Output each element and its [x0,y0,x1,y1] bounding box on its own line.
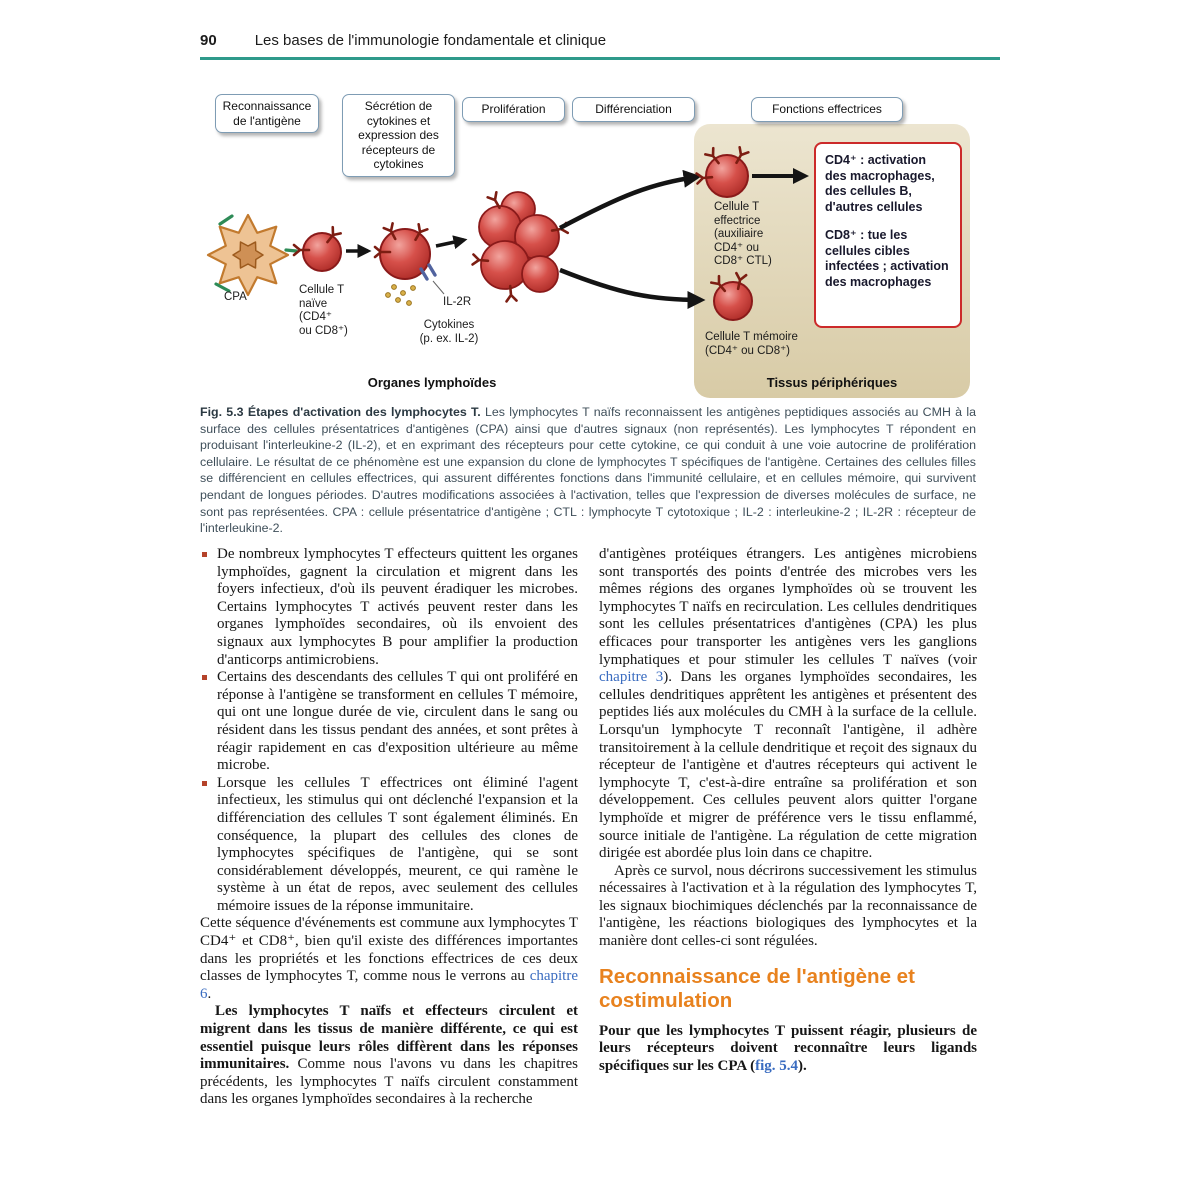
paragraph-text: d'antigènes protéiques étrangers. Les an… [599,546,977,668]
antigen-transport-paragraph: d'antigènes protéiques étrangers. Les an… [599,546,977,863]
effector-t-cell-label: Cellule T effectrice (auxiliaire CD4⁺ ou… [714,201,772,267]
left-column: De nombreux lymphocytes T effecteurs qui… [200,546,578,1109]
bullet-list: De nombreux lymphocytes T effecteurs qui… [200,546,578,915]
paragraph-text: Pour que les lymphocytes T puissent réag… [599,1022,977,1074]
figure-caption: Fig. 5.3 Étapes d'activation des lymphoc… [200,404,976,537]
arrow-to-effector [558,169,702,230]
fig-5-4-link[interactable]: fig. 5.4 [755,1057,799,1074]
bullet-item: De nombreux lymphocytes T effecteurs qui… [200,546,578,669]
stage-label-reconnaissance: Reconnaissance de l'antigène [215,94,319,133]
paragraph-text: . [207,985,212,1002]
cpa-cell [206,213,298,297]
naive-t-cell [292,225,342,272]
running-title: Les bases de l'immunologie fondamentale … [254,32,607,49]
stage-label-differenciation: Différenciation [572,97,695,122]
paragraph-lead-bold: Les lymphocytes T naïfs et effecteurs ci… [200,1003,578,1073]
caption-text: Les lymphocytes T naïfs reconnaissent le… [200,405,976,536]
effector-functions-box: CD4⁺ : activation des macrophages, des c… [814,142,962,328]
sequence-paragraph: Cette séquence d'événements est commune … [200,915,578,1003]
bullet-text: De nombreux lymphocytes T effecteurs qui… [217,546,578,668]
naive-t-cell-label: Cellule T naïve (CD4⁺ ou CD8⁺) [299,284,348,337]
cytokine-dots-icon [385,284,416,306]
il2-receptor-icon [419,263,445,295]
chapitre-6-link[interactable]: chapitre 6 [200,968,578,1002]
page-number: 90 [200,32,217,49]
proliferating-cells [471,191,570,303]
paragraph-text: ). [798,1057,807,1074]
cpa-label: CPA [224,291,247,303]
migration-paragraph: Les lymphocytes T naïfs et effecteurs ci… [200,1003,578,1109]
caption-fig-label: Fig. 5.3 [200,405,248,419]
right-column: d'antigènes protéiques étrangers. Les an… [599,546,977,1075]
cd8-function-text: CD8⁺ : tue les cellules cibles infectées… [825,228,949,289]
stage-label-proliferation: Prolifération [462,97,565,122]
chapitre-3-link[interactable]: chapitre 3 [599,669,664,686]
cytokines-label: Cytokines (p. ex. IL-2) [419,319,479,345]
bullet-item: Lorsque les cellules T effectrices ont é… [200,775,578,916]
section-heading: Reconnaissance de l'antigène et costimul… [599,964,915,1013]
paragraph-text: ). Dans les organes lymphoïdes secondair… [599,669,977,862]
paragraph-text: Cette séquence d'événements est commune … [200,915,578,985]
arrow-to-memory [559,267,706,309]
bullet-text: Certains des descendants des cellules T … [217,669,578,774]
stage-label-fonctions-effectrices: Fonctions effectrices [751,97,903,122]
bullet-text: Lorsque les cellules T effectrices ont é… [217,774,578,914]
cd4-function-text: CD4⁺ : activation des macrophages, des c… [825,153,935,214]
page-header: 90 Les bases de l'immunologie fondamenta… [200,32,1000,49]
mhc-molecule-icon [214,214,298,293]
costimulation-paragraph: Pour que les lymphocytes T puissent réag… [599,1023,977,1076]
tissus-peripheriques-label: Tissus périphériques [766,375,898,390]
bullet-item: Certains des descendants des cellules T … [200,669,578,775]
organes-lymphoides-label: Organes lymphoïdes [367,375,497,390]
arrow-proliferation [435,235,468,250]
figure-5-3: Reconnaissance de l'antigène Sécrétion d… [200,88,970,404]
paragraph-text: Comme nous l'avons vu dans les chapitres… [200,1056,578,1108]
survol-paragraph: Après ce survol, nous décrirons successi… [599,862,977,950]
il2r-label: IL-2R [443,296,472,308]
activated-t-cell [373,222,445,306]
header-rule [200,57,1000,60]
caption-fig-title: Étapes d'activation des lymphocytes T. [247,405,485,419]
memory-t-cell-label: Cellule T mémoire (CD4⁺ ou CD8⁺) [705,331,798,357]
stage-label-secretion: Sécrétion de cytokines et expression des… [342,94,455,177]
